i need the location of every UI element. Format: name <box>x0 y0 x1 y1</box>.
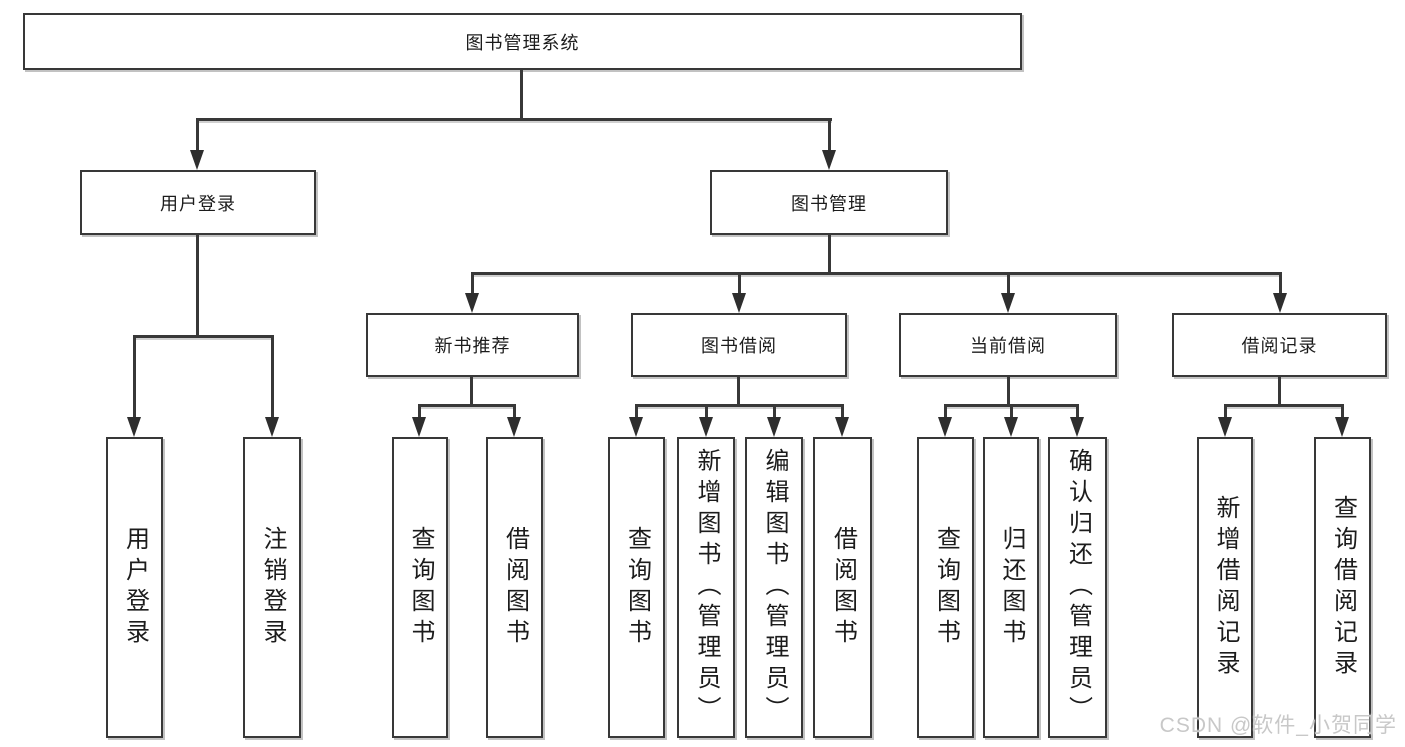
leaf-return-books: 归还图书 <box>983 437 1039 738</box>
connector-login-child2-shaft <box>271 335 274 417</box>
connector-g3c1-shaft <box>944 404 947 417</box>
leaf-recommend-query-books-label: 查询图书 <box>407 525 434 650</box>
connector-g1c2-shaft <box>513 404 516 417</box>
leaf-borrow-query-books: 查询图书 <box>608 437 665 738</box>
arrow-down-icon <box>1001 293 1015 313</box>
arrow-down-icon <box>1335 417 1349 437</box>
leaf-edit-books-admin-label: 编辑图书（管理员） <box>761 448 788 727</box>
connector-login-shaft <box>196 118 199 152</box>
leaf-query-borrow-record-label: 查询借阅记录 <box>1329 494 1357 681</box>
connector-management-shaft <box>828 118 831 152</box>
leaf-logout: 注销登录 <box>243 437 301 738</box>
arrow-down-icon <box>127 417 141 437</box>
arrow-down-icon <box>938 417 952 437</box>
arrow-down-icon <box>190 150 204 170</box>
leaf-query-borrow-record: 查询借阅记录 <box>1314 437 1371 738</box>
arrow-down-icon <box>767 417 781 437</box>
node-book-management-label: 图书管理 <box>791 193 867 214</box>
connector-group3-shaft <box>1007 272 1010 295</box>
connector-group2-split <box>635 404 843 407</box>
node-book-management: 图书管理 <box>710 170 948 235</box>
node-book-borrow-label: 图书借阅 <box>701 336 777 356</box>
leaf-borrow-books: 借阅图书 <box>813 437 872 738</box>
leaf-recommend-borrow-books: 借阅图书 <box>486 437 543 738</box>
leaf-borrow-query-books-label: 查询图书 <box>623 525 651 650</box>
leaf-add-borrow-record: 新增借阅记录 <box>1197 437 1253 738</box>
node-library-system: 图书管理系统 <box>23 13 1022 70</box>
leaf-return-books-label: 归还图书 <box>998 525 1025 650</box>
connector-group4-split <box>1224 404 1344 407</box>
arrow-down-icon <box>1218 417 1232 437</box>
connector-management-stem <box>828 235 831 272</box>
arrow-down-icon <box>732 293 746 313</box>
node-book-borrow: 图书借阅 <box>631 313 847 377</box>
node-borrow-records: 借阅记录 <box>1172 313 1387 377</box>
connector-group4-stem <box>1278 377 1281 404</box>
arrow-down-icon <box>1070 417 1084 437</box>
node-current-borrow-label: 当前借阅 <box>970 336 1046 356</box>
node-user-login-label: 用户登录 <box>160 193 236 214</box>
leaf-user-login-label: 用户登录 <box>121 525 149 650</box>
arrow-down-icon <box>412 417 426 437</box>
leaf-current-query-books: 查询图书 <box>917 437 974 738</box>
leaf-borrow-books-label: 借阅图书 <box>829 525 857 650</box>
arrow-down-icon <box>465 293 479 313</box>
connector-g2c4-shaft <box>841 404 844 417</box>
connector-login-split <box>133 335 274 338</box>
leaf-user-login: 用户登录 <box>106 437 163 738</box>
arrow-down-icon <box>507 417 521 437</box>
connector-group1-split <box>418 404 516 407</box>
connector-login-stem <box>196 235 199 335</box>
node-borrow-records-label: 借阅记录 <box>1241 336 1318 356</box>
leaf-recommend-query-books: 查询图书 <box>392 437 448 738</box>
node-user-login: 用户登录 <box>80 170 316 235</box>
arrow-down-icon <box>1273 293 1287 313</box>
leaf-confirm-return-admin: 确认归还（管理员） <box>1048 437 1107 738</box>
connector-login-child1-shaft <box>133 335 136 417</box>
node-library-system-label: 图书管理系统 <box>465 32 580 53</box>
connector-group2-shaft <box>738 272 741 295</box>
leaf-recommend-borrow-books-label: 借阅图书 <box>501 525 529 650</box>
connector-group1-shaft <box>471 272 474 295</box>
connector-g2c1-shaft <box>635 404 638 417</box>
connector-g4c1-shaft <box>1224 404 1227 417</box>
leaf-current-query-books-label: 查询图书 <box>932 525 960 650</box>
leaf-edit-books-admin: 编辑图书（管理员） <box>745 437 803 738</box>
leaf-logout-label: 注销登录 <box>259 525 286 650</box>
leaf-add-books-admin: 新增图书（管理员） <box>677 437 735 738</box>
connector-root-split <box>196 118 832 121</box>
arrow-down-icon <box>1004 417 1018 437</box>
connector-management-split <box>471 272 1282 275</box>
node-current-borrow: 当前借阅 <box>899 313 1117 377</box>
connector-group3-stem <box>1007 377 1010 404</box>
connector-g3c2-shaft <box>1010 404 1013 417</box>
node-new-book-recommend-label: 新书推荐 <box>434 336 511 356</box>
arrow-down-icon <box>265 417 279 437</box>
connector-group2-stem <box>737 377 740 404</box>
connector-g2c2-shaft <box>705 404 708 417</box>
connector-g3c3-shaft <box>1076 404 1079 417</box>
leaf-add-books-admin-label: 新增图书（管理员） <box>693 448 720 727</box>
leaf-add-borrow-record-label: 新增借阅记录 <box>1212 494 1239 681</box>
arrow-down-icon <box>835 417 849 437</box>
leaf-confirm-return-admin-label: 确认归还（管理员） <box>1064 448 1092 727</box>
connector-g4c2-shaft <box>1341 404 1344 417</box>
arrow-down-icon <box>822 150 836 170</box>
connector-g1c1-shaft <box>418 404 421 417</box>
connector-root-stem <box>520 70 523 118</box>
connector-group4-shaft <box>1279 272 1282 295</box>
arrow-down-icon <box>699 417 713 437</box>
csdn-watermark: CSDN @软件_小贺同学 <box>1159 714 1397 737</box>
arrow-down-icon <box>629 417 643 437</box>
node-new-book-recommend: 新书推荐 <box>366 313 579 377</box>
connector-g2c3-shaft <box>773 404 776 417</box>
connector-group1-stem <box>470 377 473 404</box>
